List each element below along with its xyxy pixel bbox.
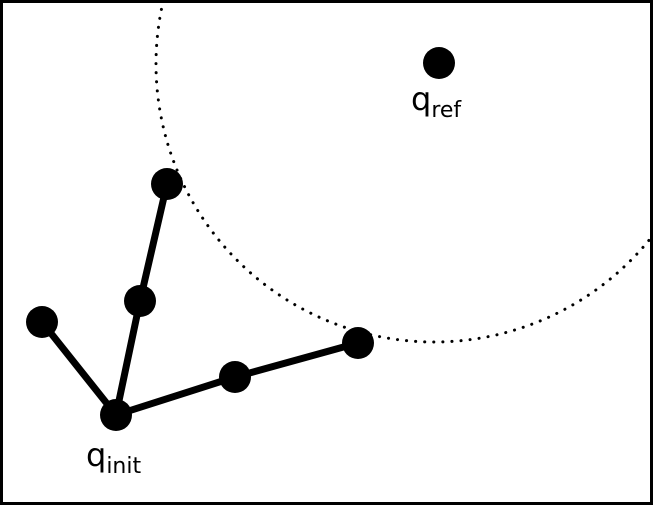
node-right xyxy=(342,327,374,359)
edge-init-to-right-mid xyxy=(112,373,239,419)
node-top xyxy=(151,168,183,200)
q-init-label-main: q xyxy=(86,436,106,474)
node-right-mid xyxy=(219,361,251,393)
tree-edges xyxy=(38,180,362,419)
dotted-neighborhood-circle xyxy=(154,3,650,344)
edge-init-to-left xyxy=(38,318,120,419)
node-mid xyxy=(124,285,156,317)
node-left xyxy=(26,306,58,338)
tree-nodes xyxy=(26,47,455,431)
q-init-label-subscript: init xyxy=(106,454,141,479)
node-q-ref xyxy=(423,47,455,79)
q-ref-label: qref xyxy=(411,80,462,123)
edge-init-to-mid xyxy=(112,297,144,419)
edge-right-mid-to-right xyxy=(231,339,362,381)
q-init-label: qinit xyxy=(86,436,141,479)
q-ref-label-subscript: ref xyxy=(431,98,462,123)
node-q-init xyxy=(100,399,132,431)
q-ref-label-main: q xyxy=(411,80,431,118)
edge-mid-to-top xyxy=(136,180,171,305)
